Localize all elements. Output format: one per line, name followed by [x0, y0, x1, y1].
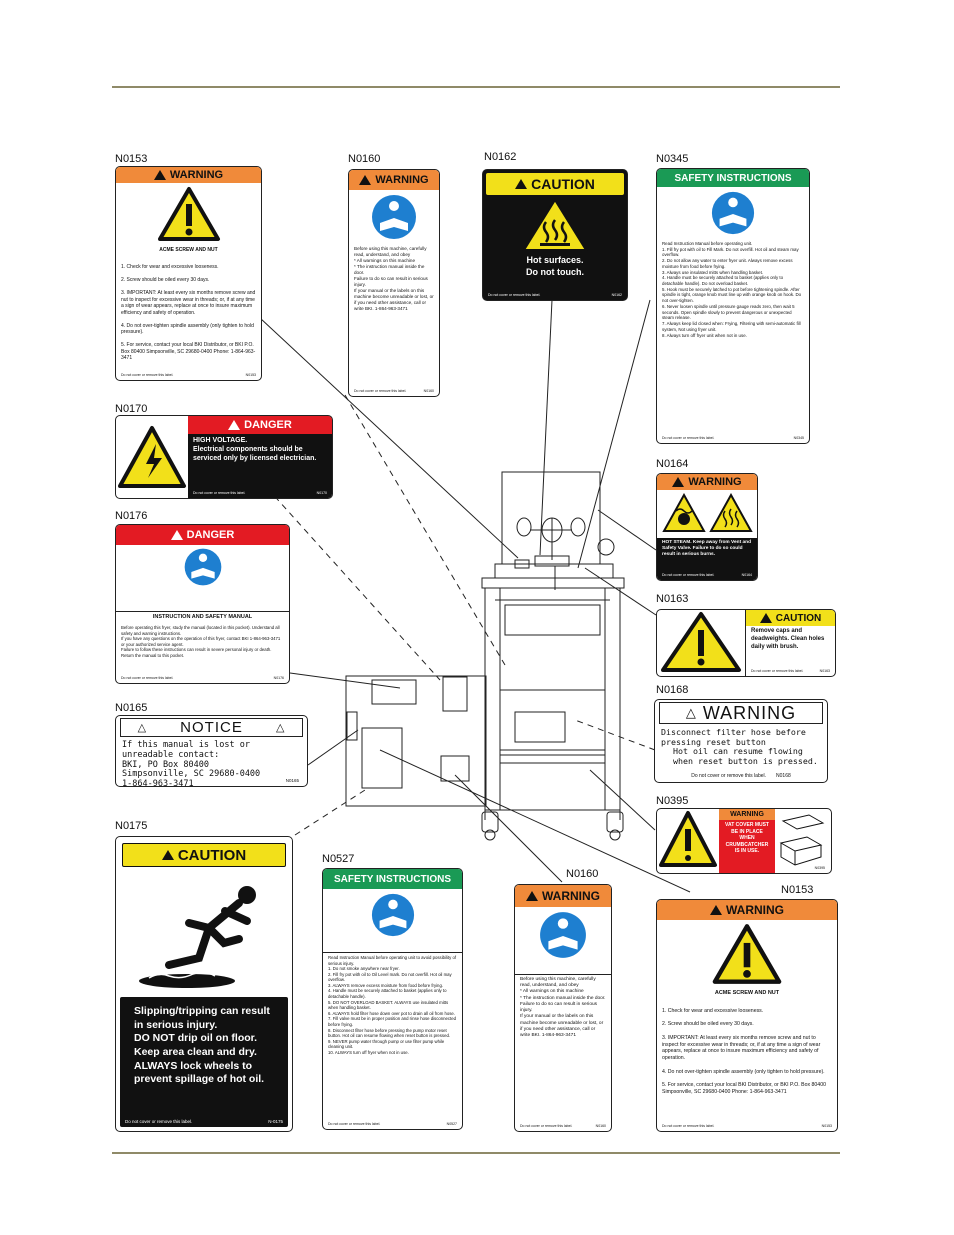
- label-text: If this manual is lost or unreadable con…: [122, 740, 261, 787]
- label-n0163: CAUTION Remove caps and deadweights. Cle…: [656, 609, 836, 677]
- label-code-n0168: N0168: [656, 684, 689, 696]
- label-code-n0170: N0170: [115, 403, 148, 415]
- label-n0160a: WARNING Before using this machine, caref…: [348, 169, 440, 397]
- notice-header: NOTICE: [180, 719, 243, 736]
- label-n0162: CAUTION Hot surfaces. Do not touch. Do n…: [482, 169, 628, 301]
- label-code-n0165: N0165: [115, 702, 148, 714]
- warning-triangle-icon: [710, 905, 722, 915]
- label-text: Read Instruction Manual before operating…: [328, 955, 457, 1055]
- warning-triangle-icon: [759, 613, 772, 623]
- label-n0527: SAFETY INSTRUCTIONS Read Instruction Man…: [322, 868, 463, 1130]
- label-code-n0176: N0176: [115, 510, 148, 522]
- label-code-n0163: N0163: [656, 593, 689, 605]
- warning-header: WARNING: [116, 167, 261, 183]
- label-code-n0153a: N0153: [115, 153, 148, 165]
- warning-header: WARNING: [702, 702, 797, 723]
- label-text: VAT COVER MUST BE IN PLACE WHEN CRUMBCAT…: [725, 822, 769, 854]
- label-n0168: △ WARNING Disconnect filter hose before …: [654, 699, 828, 783]
- label-text: HIGH VOLTAGE. Electrical components shou…: [193, 437, 317, 463]
- read-manual-icon: [540, 912, 586, 958]
- label-code-n0345: N0345: [656, 153, 689, 165]
- caution-line-2: Do not touch.: [526, 266, 584, 277]
- label-n0345: SAFETY INSTRUCTIONS Read Instruction Man…: [656, 168, 810, 444]
- label-n0164: WARNING HOT STEAM. Keep away from Vent a…: [656, 473, 758, 581]
- warning-triangle-icon: [526, 891, 538, 901]
- steam-burn-icon: [661, 493, 706, 532]
- label-title: ACME SCREW AND NUT: [159, 247, 218, 253]
- label-code-n0160a: N0160: [348, 153, 381, 165]
- leader-n0345: [577, 299, 651, 569]
- read-manual-icon: [184, 548, 221, 586]
- label-title: ACME SCREW AND NUT: [714, 990, 780, 996]
- bottom-rule: [112, 1152, 840, 1154]
- label-n0175: CAUTION Slipping/tripping can result in …: [115, 836, 293, 1132]
- leader-n0175: [294, 789, 366, 836]
- exclamation-triangle-icon: [661, 612, 741, 672]
- label-text: Remove caps and deadweights. Clean holes…: [751, 628, 825, 650]
- label-items: 1. Check for wear and excessive loosenes…: [121, 264, 256, 361]
- label-code-n0164: N0164: [656, 458, 689, 470]
- label-text: Read Instruction Manual before operating…: [662, 241, 802, 338]
- label-title: INSTRUCTION AND SAFETY MANUAL: [152, 614, 253, 620]
- caution-line-1: Hot surfaces.: [526, 255, 584, 265]
- exclamation-triangle-icon: [712, 924, 782, 984]
- hot-surface-icon: [708, 493, 753, 532]
- label-code-n0395: N0395: [656, 795, 689, 807]
- label-n0153b: WARNING ACME SCREW AND NUT 1. Check for …: [656, 899, 838, 1132]
- exclamation-triangle-icon: [659, 811, 717, 867]
- label-code-n0162: N0162: [484, 151, 517, 163]
- leader-n0162: [539, 299, 553, 556]
- hot-surface-icon: [522, 198, 588, 251]
- read-manual-icon: [711, 191, 755, 235]
- label-text: Before using this machine, carefully rea…: [354, 246, 434, 311]
- label-n0170: DANGER HIGH VOLTAGE. Electrical componen…: [115, 415, 333, 499]
- warning-triangle-icon: [359, 175, 372, 185]
- leader-n0153b: [379, 749, 691, 893]
- leader-n0160a: [344, 394, 506, 666]
- leader-n0165: [307, 729, 359, 766]
- label-text: Before operating this fryer, study the m…: [121, 625, 281, 659]
- warning-triangle-icon: [228, 420, 241, 430]
- label-n0395: WARNING VAT COVER MUST BE IN PLACE WHEN …: [656, 808, 832, 874]
- leader-n0395: [589, 769, 656, 831]
- leader-n0170: [259, 479, 441, 681]
- label-text: Before using this machine, carefully rea…: [520, 977, 606, 1039]
- leader-n0164: [597, 509, 657, 551]
- slip-fall-icon: [139, 886, 256, 988]
- exclamation-triangle-icon: [157, 187, 220, 241]
- label-n0160b: WARNING Before using this machine, caref…: [514, 884, 612, 1132]
- label-code-n0527: N0527: [322, 853, 355, 865]
- leader-n0160b: [454, 774, 563, 883]
- warning-triangle-icon: [672, 477, 685, 487]
- label-n0165: △ NOTICE △ If this manual is lost or unr…: [115, 715, 308, 787]
- label-code-n0153b: N0153: [781, 884, 814, 896]
- label-n0153a: WARNING ACME SCREW AND NUT 1. Check for …: [115, 166, 262, 381]
- high-voltage-icon: [118, 426, 186, 488]
- read-manual-icon: [371, 893, 414, 937]
- label-code-n0160b: N0160: [566, 868, 599, 880]
- label-code-n0175: N0175: [115, 820, 148, 832]
- warning-triangle-icon: [170, 530, 183, 540]
- warning-triangle-icon: [515, 179, 528, 189]
- warning-triangle-icon: △: [137, 722, 148, 734]
- warning-triangle-icon: △: [275, 722, 286, 734]
- warning-triangle-icon: [161, 850, 174, 860]
- label-n0176: DANGER INSTRUCTION AND SAFETY MANUAL Bef…: [115, 524, 290, 684]
- read-manual-icon: [372, 195, 416, 239]
- label-text: HOT STEAM. Keep away from Vent and Safet…: [662, 540, 752, 558]
- label-text: Disconnect filter hose before pressing r…: [661, 727, 818, 766]
- leader-n0168: [574, 719, 656, 751]
- label-text: Slipping/tripping can result in serious …: [134, 1005, 270, 1086]
- leader-n0176: [289, 672, 401, 689]
- warning-triangle-icon: △: [685, 705, 697, 720]
- leader-n0153a: [259, 317, 519, 559]
- top-rule: [112, 86, 840, 88]
- vat-cover-icon: [779, 814, 825, 866]
- warning-triangle-icon: [153, 170, 166, 180]
- label-items: 1. Check for wear and excessive loosenes…: [662, 1007, 826, 1095]
